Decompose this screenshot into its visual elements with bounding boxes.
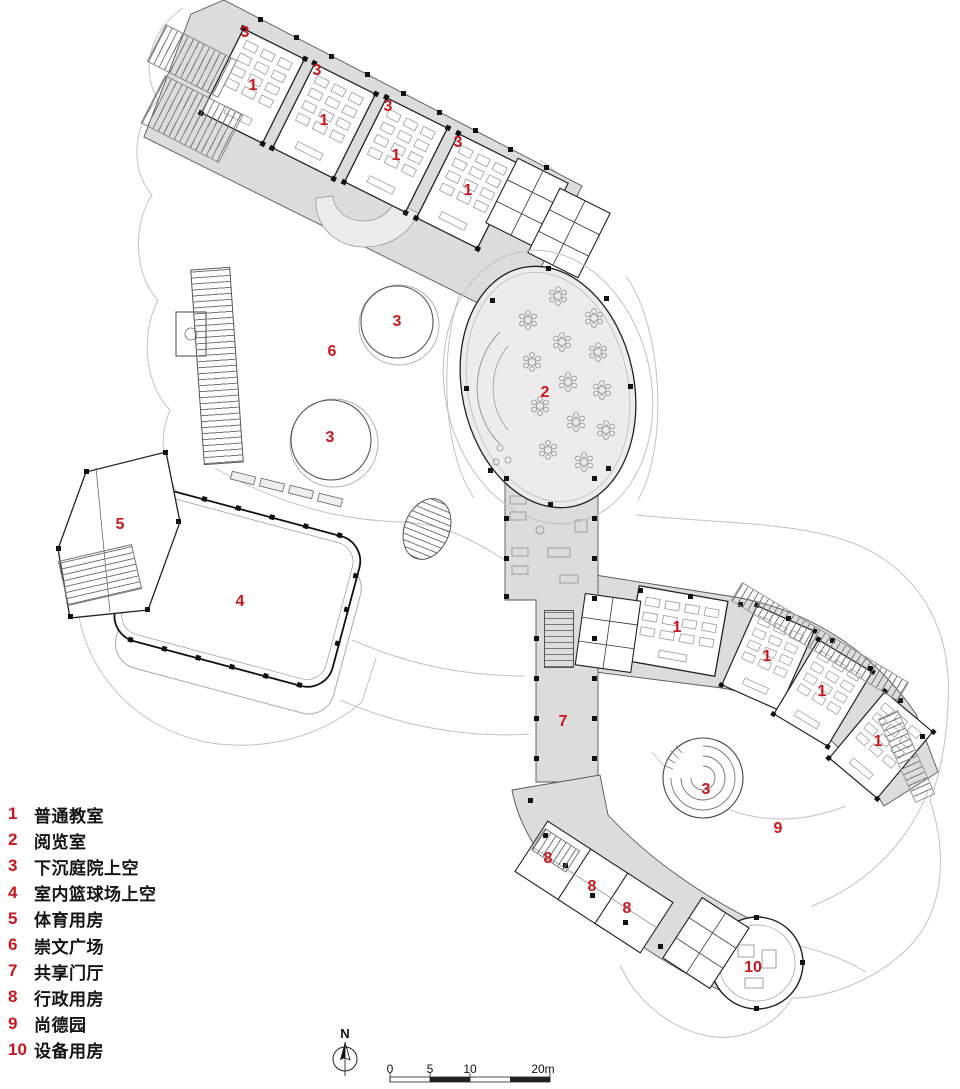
legend-item-label: 设备用房 <box>34 1042 104 1062</box>
legend-item-number: 7 <box>8 961 18 981</box>
plan-label-1: 1 <box>463 182 473 199</box>
plan-label-1: 1 <box>319 112 329 129</box>
plan-label-3: 3 <box>312 62 322 79</box>
plan-label-6: 6 <box>327 343 337 360</box>
balcony-bump <box>315 195 419 248</box>
plan-label-3: 3 <box>701 781 711 798</box>
stair-foyer <box>544 610 574 668</box>
right-classroom-wing <box>574 585 938 803</box>
plan-label-9: 9 <box>773 820 783 837</box>
plan-label-8: 8 <box>543 850 553 867</box>
legend-item-label: 行政用房 <box>34 989 104 1009</box>
spiral-courtyard <box>662 737 744 819</box>
plaza-benches <box>229 470 344 508</box>
legend-item: 3 下沉庭院上空 <box>8 853 157 879</box>
legend-item-label: 崇文广场 <box>34 937 104 957</box>
legend-item-number: 1 <box>8 804 18 824</box>
legend-item-number: 8 <box>8 987 18 1007</box>
legend-item-number: 3 <box>8 856 18 876</box>
legend-item: 7 共享门厅 <box>8 958 157 984</box>
north-arrow <box>332 1041 358 1076</box>
plan-label-8: 8 <box>587 878 597 895</box>
legend-item-number: 4 <box>8 882 18 902</box>
legend-item: 4 室内篮球场上空 <box>8 880 157 906</box>
legend-item-label: 下沉庭院上空 <box>34 858 139 878</box>
legend-item-number: 9 <box>8 1013 18 1033</box>
plan-label-10: 10 <box>744 959 762 976</box>
legend-item-label: 共享门厅 <box>34 963 104 983</box>
legend-item-number: 5 <box>8 908 18 928</box>
plan-label-7: 7 <box>558 713 568 730</box>
plan-label-1: 1 <box>391 147 401 164</box>
legend-item-label: 尚德园 <box>34 1016 87 1036</box>
legend-item-number: 2 <box>8 830 18 850</box>
legend-item-label: 普通教室 <box>34 806 104 826</box>
legend-item: 2 阅览室 <box>8 827 157 853</box>
north-label: N <box>340 1026 350 1041</box>
plan-label-3: 3 <box>240 24 250 41</box>
legend-item-number: 6 <box>8 935 18 955</box>
legend-item: 5 体育用房 <box>8 906 157 932</box>
legend-item: 10 设备用房 <box>8 1037 157 1063</box>
legend-item: 8 行政用房 <box>8 984 157 1010</box>
scale-bar-graphic <box>389 1073 551 1083</box>
site-outlines <box>77 7 950 1038</box>
plan-label-1: 1 <box>672 619 682 636</box>
plan-label-2: 2 <box>540 384 550 401</box>
plan-label-1: 1 <box>873 733 883 750</box>
legend-item-number: 10 <box>8 1039 27 1059</box>
legend-item-label: 室内篮球场上空 <box>34 885 157 905</box>
reading-room-columns <box>464 266 633 507</box>
legend-item: 6 崇文广场 <box>8 932 157 958</box>
plan-label-4: 4 <box>235 593 245 610</box>
plan-label-1: 1 <box>762 648 772 665</box>
plan-label-3: 3 <box>325 429 335 446</box>
plan-label-1: 1 <box>248 77 258 94</box>
scale-label-0: 0 <box>386 1062 394 1076</box>
legend-item: 1 普通教室 <box>8 801 157 827</box>
legend-item: 9 尚德园 <box>8 1011 157 1037</box>
plan-label-1: 1 <box>817 683 827 700</box>
plan-label-5: 5 <box>115 516 125 533</box>
courtyard-circles <box>289 284 440 488</box>
scale-label-5: 5 <box>426 1062 434 1076</box>
plan-label-8: 8 <box>622 900 632 917</box>
reading-room <box>442 249 654 525</box>
scale-label-20m: 20m <box>531 1062 555 1076</box>
legend-item-label: 体育用房 <box>34 911 104 931</box>
plan-label-3: 3 <box>383 98 393 115</box>
legend-item-label: 阅览室 <box>34 832 87 852</box>
scale-label-10: 10 <box>463 1062 477 1076</box>
plan-label-3: 3 <box>392 313 402 330</box>
reading-room-furniture <box>476 286 615 472</box>
plan-label-3: 3 <box>453 134 463 151</box>
